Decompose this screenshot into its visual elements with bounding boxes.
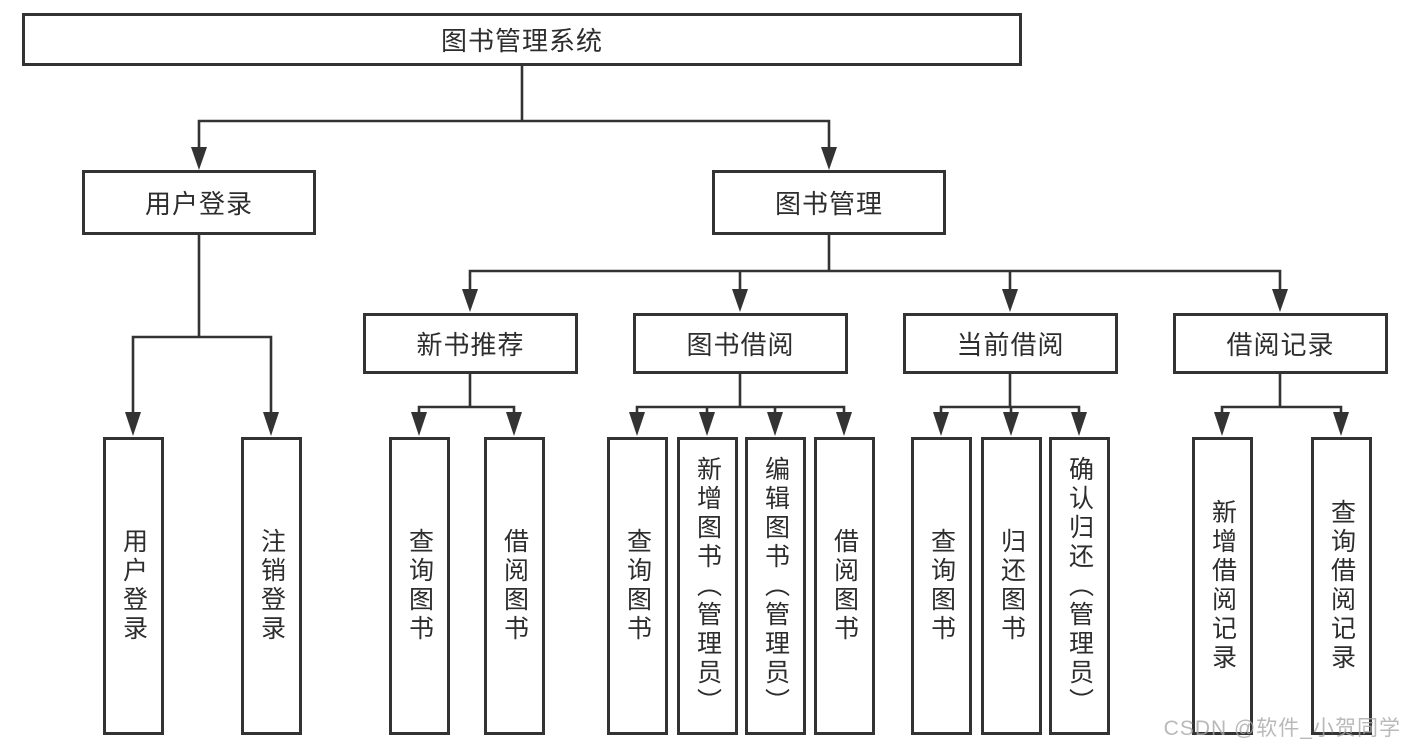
node-label: 当前借阅 [956,330,1065,360]
node-label: 借阅图书 [830,528,859,644]
node-root-library-management-system: 图书管理系统 [22,13,1022,66]
node-label: 查询图书 [623,528,652,644]
leaf-logout: 注销登录 [241,437,302,735]
leaf-user-login: 用户登录 [103,437,164,735]
node-borrow-records: 借阅记录 [1173,313,1388,374]
node-label: 新增借阅记录 [1208,499,1237,673]
leaf-query-borrow-record: 查询借阅记录 [1311,437,1372,735]
node-current-borrow: 当前借阅 [903,313,1118,374]
leaf-confirm-return-admin: 确认归还（管理员） [1049,437,1110,735]
node-label: 编辑图书（管理员） [761,455,790,717]
node-label: 确认归还（管理员） [1065,455,1094,717]
node-label: 归还图书 [997,528,1026,644]
leaf-borrow-books-recommend: 借阅图书 [484,437,545,735]
csdn-watermark: CSDN @软件_小贺同学 [1163,717,1401,740]
node-label: 用户登录 [119,528,148,644]
node-label: 查询借阅记录 [1327,499,1356,673]
leaf-query-books-current: 查询图书 [911,437,972,735]
node-book-borrow: 图书借阅 [633,313,848,374]
leaf-edit-books-admin: 编辑图书（管理员） [745,437,806,735]
node-label: 注销登录 [257,528,286,644]
leaf-borrow-books: 借阅图书 [814,437,875,735]
node-user-login-branch: 用户登录 [82,170,316,235]
node-label: 查询图书 [927,528,956,644]
node-label: 用户登录 [144,189,253,219]
node-label: 图书管理系统 [440,26,603,56]
node-book-management-branch: 图书管理 [712,170,946,235]
leaf-return-books: 归还图书 [981,437,1042,735]
node-new-book-recommend: 新书推荐 [363,313,578,374]
node-label: 图书借阅 [686,330,795,360]
node-label: 查询图书 [405,528,434,644]
leaf-query-books-recommend: 查询图书 [389,437,450,735]
leaf-add-borrow-record: 新增借阅记录 [1192,437,1253,735]
arrowheads [125,147,1349,436]
node-label: 图书管理 [774,189,883,219]
node-label: 借阅记录 [1226,330,1335,360]
node-label: 新增图书（管理员） [693,455,722,717]
leaf-add-books-admin: 新增图书（管理员） [677,437,738,735]
leaf-query-books-borrow: 查询图书 [607,437,668,735]
node-label: 新书推荐 [416,330,525,360]
node-label: 借阅图书 [500,528,529,644]
